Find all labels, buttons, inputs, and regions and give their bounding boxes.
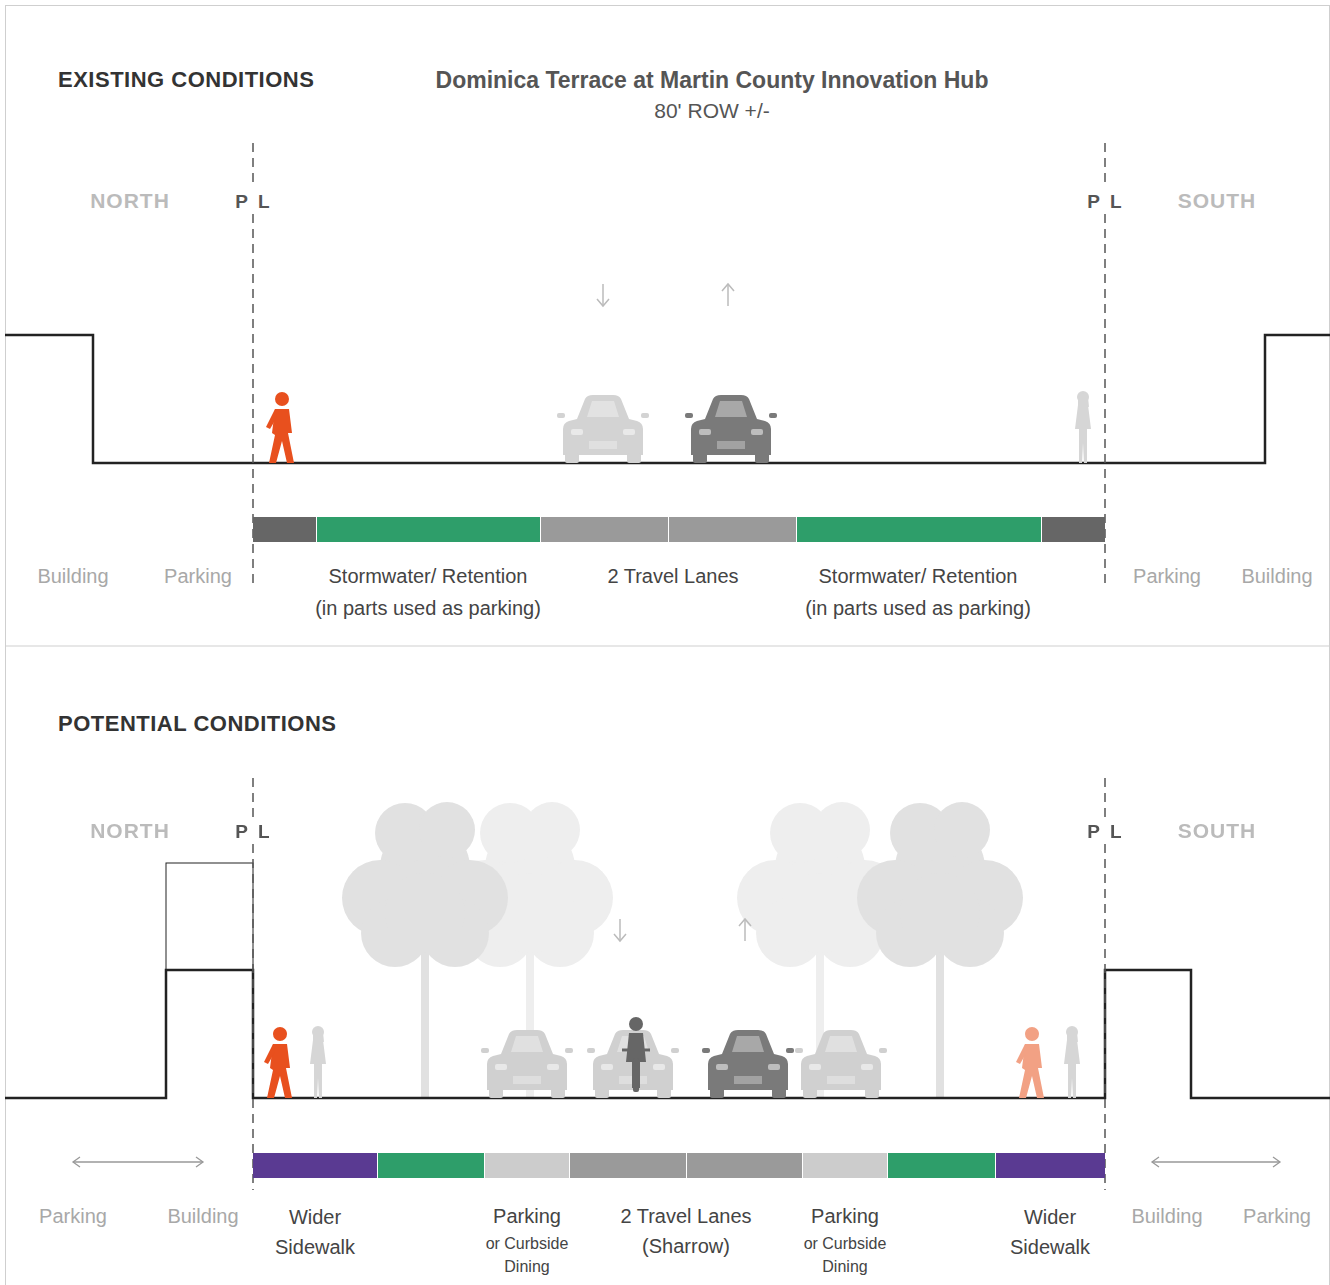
zone-label: Building — [37, 564, 108, 589]
building-outline — [166, 863, 253, 970]
property-line — [252, 844, 254, 1190]
row-dimension: 80' ROW +/- — [654, 98, 769, 124]
car — [481, 1030, 573, 1098]
zone-label: Parking — [493, 1204, 561, 1229]
zone-label: Parking — [811, 1204, 879, 1229]
property-line-mark: L — [258, 820, 270, 844]
diagram-title: Dominica Terrace at Martin County Innova… — [436, 66, 989, 95]
panel-divider — [5, 646, 1330, 647]
direction-arrow — [614, 919, 751, 941]
pedestrian — [310, 1026, 326, 1098]
band-bar — [253, 1153, 1105, 1178]
zone-label: Building — [1241, 564, 1312, 589]
compass-label: NORTH — [90, 188, 170, 214]
pedestrian — [1016, 1027, 1044, 1098]
pedestrian — [1075, 391, 1091, 463]
cyclist — [622, 1017, 650, 1092]
zone-label: Parking — [39, 1204, 107, 1229]
property-line-mark: L — [1110, 190, 1122, 214]
ground-profile — [5, 970, 1330, 1098]
pedestrian — [264, 1027, 292, 1098]
zone-label: Building — [1131, 1204, 1202, 1229]
property-line-mark: L — [1110, 820, 1122, 844]
property-line — [1104, 778, 1106, 818]
pedestrian — [266, 392, 294, 463]
property-line — [252, 143, 254, 188]
zone-label: (Sharrow) — [642, 1234, 730, 1259]
property-line-mark: P — [235, 820, 248, 844]
panel-heading: EXISTING CONDITIONS — [58, 66, 314, 94]
pedestrian — [1064, 1026, 1080, 1098]
property-line — [1104, 844, 1106, 1190]
zone-note: or Curbside Dining — [477, 1232, 577, 1278]
zone-label: Parking — [1243, 1204, 1311, 1229]
frame — [6, 6, 1330, 1285]
zone-note: or Curbside Dining — [795, 1232, 895, 1278]
band-bar — [253, 517, 1105, 542]
zone-label: 2 Travel Lanes — [607, 564, 738, 589]
extent-arrow — [73, 1157, 1280, 1167]
property-line — [1104, 143, 1106, 188]
direction-arrow — [597, 284, 734, 306]
zone-label: Building — [167, 1204, 238, 1229]
property-line-mark: L — [258, 190, 270, 214]
zone-label: Wider Sidewalk — [269, 1202, 361, 1262]
car — [685, 395, 777, 463]
zone-label: Wider Sidewalk — [1004, 1202, 1096, 1262]
zone-label: Stormwater/ Retention — [329, 564, 528, 589]
car — [587, 1030, 679, 1098]
ground-profile — [5, 335, 1330, 463]
zone-label: (in parts used as parking) — [315, 596, 541, 621]
street-tree — [342, 802, 1023, 1098]
compass-label: NORTH — [90, 818, 170, 844]
property-line-mark: P — [1087, 820, 1100, 844]
compass-label: SOUTH — [1178, 188, 1257, 214]
property-line — [252, 778, 254, 818]
zone-label: (in parts used as parking) — [805, 596, 1031, 621]
zone-label: Stormwater/ Retention — [819, 564, 1018, 589]
property-line-mark: P — [235, 190, 248, 214]
property-line-mark: P — [1087, 190, 1100, 214]
car — [557, 395, 649, 463]
zone-label: Parking — [1133, 564, 1201, 589]
zone-label: 2 Travel Lanes — [620, 1204, 751, 1229]
zone-label: Parking — [164, 564, 232, 589]
compass-label: SOUTH — [1178, 818, 1257, 844]
panel-heading: POTENTIAL CONDITIONS — [58, 710, 337, 738]
car — [702, 1030, 794, 1098]
car — [795, 1030, 887, 1098]
